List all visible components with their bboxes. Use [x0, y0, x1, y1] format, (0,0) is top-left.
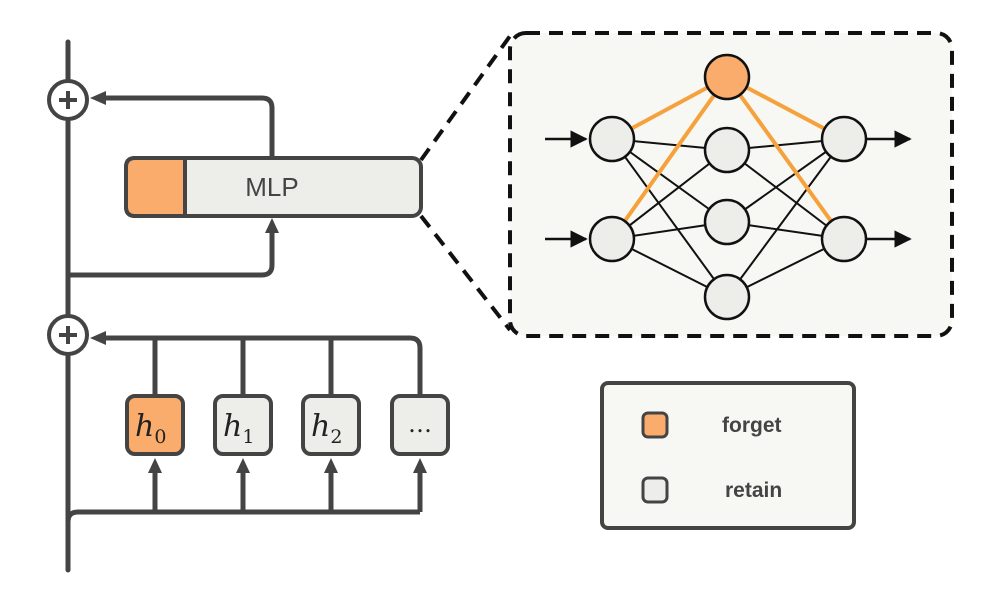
- mlp-input-path: [65, 232, 275, 298]
- mlp-forget-segment: [124, 156, 187, 218]
- zoom-lines: [419, 34, 512, 332]
- legend-forget-label: forget: [722, 414, 782, 437]
- heads-output-bus: [98, 335, 423, 394]
- legend: forget retain: [600, 381, 856, 530]
- heads-branch: [65, 335, 423, 530]
- svg-text:h2: h2: [311, 409, 342, 448]
- legend-retain-swatch: [641, 476, 669, 504]
- output-node-0: [820, 115, 868, 163]
- svg-text:…: …: [408, 410, 432, 438]
- hidden-node-1: [703, 126, 751, 174]
- hidden-node-forget: [703, 53, 751, 101]
- svg-text:h1: h1: [223, 409, 254, 448]
- head-ellipsis: …: [390, 394, 450, 456]
- hidden-node-2: [703, 198, 751, 246]
- mlp-label: MLP: [245, 172, 298, 202]
- output-node-1: [820, 215, 868, 263]
- input-node-1: [588, 215, 636, 263]
- legend-retain-label: retain: [725, 479, 782, 502]
- residual-add-top: [47, 79, 89, 121]
- mlp-block: MLP: [124, 156, 423, 218]
- heads-output-arrowhead: [90, 331, 106, 345]
- legend-forget-swatch: [641, 411, 669, 439]
- head-0: h0: [125, 394, 185, 456]
- network-nodes: [588, 53, 868, 321]
- heads-input-bus: [65, 509, 420, 530]
- network-output-arrows: [866, 130, 912, 248]
- residual-add-bottom: [47, 314, 89, 356]
- mlp-branch: [65, 95, 275, 298]
- mlp-output-arrowhead: [90, 91, 106, 105]
- network-input-arrows: [545, 130, 588, 248]
- mlp-input-arrowhead: [265, 218, 279, 233]
- head-2: h2: [301, 394, 361, 456]
- input-node-0: [588, 115, 636, 163]
- hidden-node-3: [703, 273, 751, 321]
- svg-text:h0: h0: [135, 409, 166, 448]
- mlp-output-path: [98, 95, 275, 158]
- head-1: h1: [213, 394, 273, 456]
